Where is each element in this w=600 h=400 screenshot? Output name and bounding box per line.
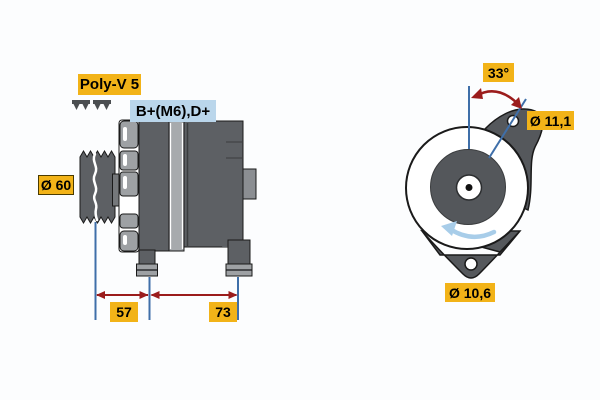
belt-type-label: Poly-V 5 [78,74,141,95]
arc-arrowhead [511,97,522,109]
pulley [79,150,123,224]
dimension-57-label: 57 [110,302,138,322]
front-view [405,86,544,279]
dimension-73-label: 73 [209,302,237,322]
extension-lines [94,222,239,320]
pulley-body [79,150,116,224]
counterclockwise-rotation-arrow-icon [441,221,497,239]
vent-slot [123,235,127,245]
arc-arrowhead [471,88,483,99]
side-view [72,100,257,320]
vent-block [119,120,139,149]
vent-block [119,213,139,229]
poly-v-belt-section-icon [72,100,90,110]
rear-foot-fillet [222,239,229,247]
dim-arrowhead [139,291,149,299]
vent-slot [123,127,127,141]
vent-slot [123,154,127,166]
pulley-break-line [92,152,99,222]
rear-foot [227,239,251,266]
rear-terminal-tab [242,168,257,200]
mounting-feet [136,239,253,277]
poly-v-belt-section-icon [93,100,111,110]
top-hole-diameter-label: Ø 11,1 [527,111,574,130]
angle-dimension-arc [471,88,522,109]
terminals-label: B+(M6),D+ [130,100,216,122]
rear-housing [183,120,244,248]
vent-slot [123,176,127,189]
vent-block [119,150,139,171]
belt-profile-icons [72,100,111,110]
length-dimensions [96,291,238,299]
front-bracket-vents [118,119,140,253]
shaft-center [465,184,473,191]
pulley-diameter-label: Ø 60 [38,175,74,195]
dim-arrowhead [96,291,105,299]
vent-block [119,171,139,197]
housing [138,120,257,252]
vent-block [119,230,139,252]
bottom-mount-hole [464,257,478,271]
angled-reference-line [488,98,527,159]
stator-band [168,120,185,252]
front-foot [138,249,156,266]
dim-arrowhead [228,291,238,299]
front-housing [138,120,170,252]
mount-angle-label: 33° [483,63,514,82]
bottom-hole-diameter-label: Ø 10,6 [445,283,495,302]
dim-arrowhead [150,291,160,299]
